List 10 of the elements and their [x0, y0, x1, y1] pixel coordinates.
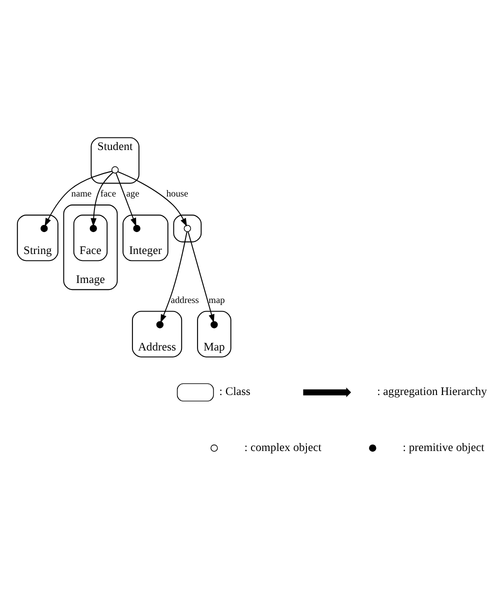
legend-label: : Class: [219, 384, 250, 398]
edge-label: address: [170, 295, 199, 306]
legend-label: : aggregation Hierarchy: [377, 384, 487, 398]
edge-label: face: [100, 189, 116, 200]
edge-label: age: [126, 189, 140, 200]
legend-label: : complex object: [244, 440, 322, 454]
legend-label: : premitive object: [402, 440, 484, 454]
edge-label: house: [166, 189, 188, 200]
edge-label: map: [208, 295, 225, 306]
edge-label: name: [71, 189, 92, 200]
